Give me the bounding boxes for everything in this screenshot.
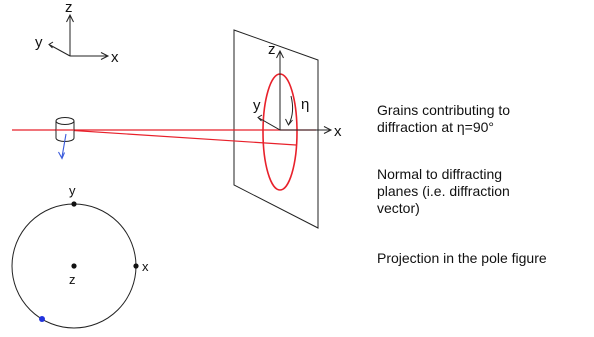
detector-y-arrowhead xyxy=(257,114,263,122)
detector-plane xyxy=(233,29,319,229)
pole-y-point xyxy=(71,201,77,207)
legend-grains-line1: Grains contributing to xyxy=(377,102,511,118)
detector-z-label: z xyxy=(268,41,276,58)
eta-arrow xyxy=(288,95,294,125)
eta-arrowhead xyxy=(285,118,293,126)
lab-x-arrowhead xyxy=(100,52,110,60)
lab-x-label: x xyxy=(111,49,119,66)
lab-z-label: z xyxy=(65,0,73,16)
diffracted-beam xyxy=(65,129,297,146)
normal-vector-arrowhead xyxy=(58,151,66,160)
lab-z-arrowhead xyxy=(66,13,74,23)
sample-cylinder xyxy=(55,117,75,142)
pole-y-label: y xyxy=(69,183,76,198)
legend-normal-line1: Normal to diffracting xyxy=(377,166,503,182)
eta-label: η xyxy=(301,96,309,113)
diffraction-vector xyxy=(58,133,67,160)
pole-z-label: z xyxy=(69,272,76,287)
cylinder-top xyxy=(55,117,75,125)
lab-y-axis xyxy=(49,44,71,57)
detector-z-arrowhead xyxy=(276,49,284,59)
lab-y-label: y xyxy=(35,34,43,51)
detector-y-label: y xyxy=(253,97,261,114)
legend-projection: Projection in the pole figure xyxy=(377,250,547,266)
lab-y-arrowhead xyxy=(48,41,54,49)
pole-x-point xyxy=(133,263,139,269)
detector-y-axis xyxy=(258,117,281,131)
detector-x-label: x xyxy=(334,123,342,140)
legend-normal-line2: planes (i.e. diffraction xyxy=(377,183,510,199)
legend-normal-line3: vector) xyxy=(377,200,420,216)
pole-projection-point xyxy=(39,316,45,322)
lab-axes xyxy=(48,13,110,60)
legend-grains-line2: diffraction at η=90° xyxy=(377,119,495,135)
normal-vector-line xyxy=(61,133,67,158)
pole-z-point xyxy=(71,263,77,269)
detector-axes xyxy=(257,49,333,134)
detector-x-arrowhead xyxy=(323,126,333,134)
pole-x-label: x xyxy=(142,259,149,274)
